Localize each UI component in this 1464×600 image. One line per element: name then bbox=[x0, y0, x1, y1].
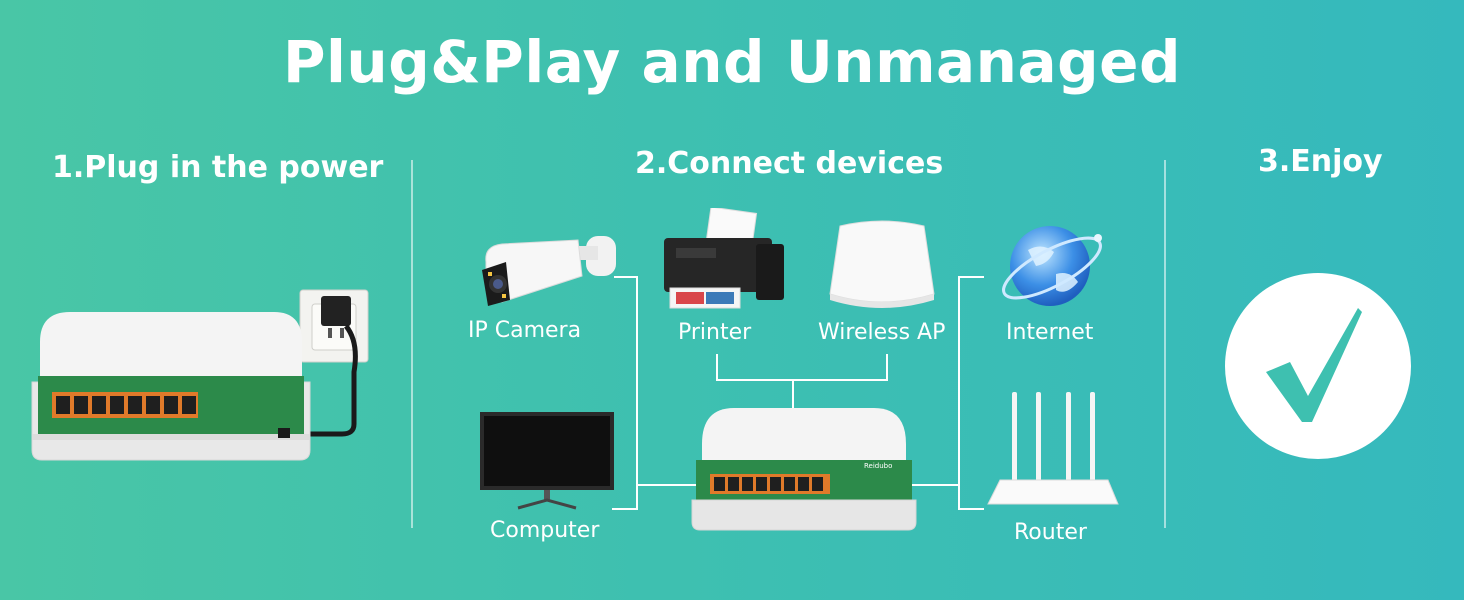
wire-router bbox=[958, 508, 984, 510]
wire-left-to-switch bbox=[636, 484, 716, 486]
wire-right-to-switch bbox=[880, 484, 960, 486]
wireless-ap-label: Wireless AP bbox=[818, 320, 946, 345]
step-1-heading: 1.Plug in the power bbox=[52, 150, 384, 185]
printer-label: Printer bbox=[678, 320, 752, 345]
wireless-ap-image bbox=[826, 216, 938, 312]
page-title: Plug&Play and Unmanaged bbox=[283, 28, 1181, 96]
globe-icon bbox=[998, 220, 1108, 316]
router-label: Router bbox=[1014, 520, 1087, 545]
step-2-heading: 2.Connect devices bbox=[635, 146, 944, 181]
wire-internet bbox=[958, 276, 984, 278]
success-check-badge bbox=[1224, 272, 1412, 460]
internet-label: Internet bbox=[1006, 320, 1094, 345]
wire-computer bbox=[612, 508, 638, 510]
ip-camera-image bbox=[478, 232, 620, 312]
step-3-heading: 3.Enjoy bbox=[1258, 144, 1383, 179]
check-mark-icon bbox=[1266, 308, 1362, 422]
computer-label: Computer bbox=[490, 518, 600, 543]
wire-top-bus bbox=[716, 379, 888, 381]
switch-brand: Reidubo bbox=[864, 462, 893, 470]
poe-switch-illustration bbox=[31, 289, 369, 461]
poe-switch-powered bbox=[24, 282, 404, 472]
wire-left-trunk bbox=[636, 276, 638, 508]
wire-right-trunk bbox=[958, 276, 960, 508]
printer-image bbox=[656, 206, 788, 312]
section-divider-right bbox=[1164, 160, 1166, 528]
center-poe-switch: Reidubo bbox=[688, 404, 920, 534]
wire-printer bbox=[716, 354, 718, 380]
computer-image bbox=[478, 410, 616, 514]
ip-camera-label: IP Camera bbox=[468, 318, 582, 343]
wire-camera bbox=[614, 276, 638, 278]
wire-ap bbox=[886, 354, 888, 380]
router-image bbox=[986, 388, 1122, 512]
section-divider-left bbox=[411, 160, 413, 528]
